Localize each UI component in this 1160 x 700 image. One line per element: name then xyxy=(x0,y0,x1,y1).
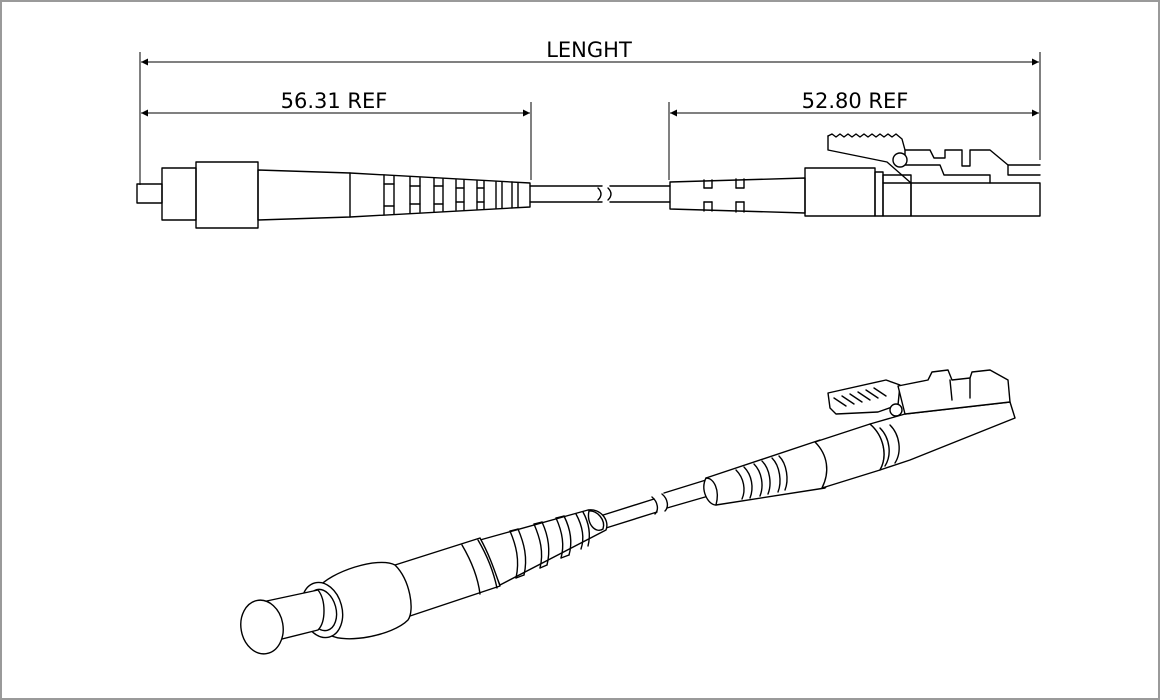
right-connector-iso xyxy=(703,369,1016,506)
cable-side xyxy=(529,185,671,203)
right-ref-label: 52.80 REF xyxy=(802,89,909,113)
left-ref-label: 56.31 REF xyxy=(281,89,388,113)
overall-length-label: LENGHT xyxy=(546,38,632,62)
left-connector-iso xyxy=(240,509,608,655)
cable-iso xyxy=(599,479,713,529)
right-connector-side xyxy=(669,133,1041,217)
dimension-lines: LENGHT 56.31 REF 52.80 REF xyxy=(139,38,1041,185)
left-connector-side xyxy=(136,161,531,229)
isometric-view xyxy=(240,369,1016,655)
side-view xyxy=(136,133,1041,229)
